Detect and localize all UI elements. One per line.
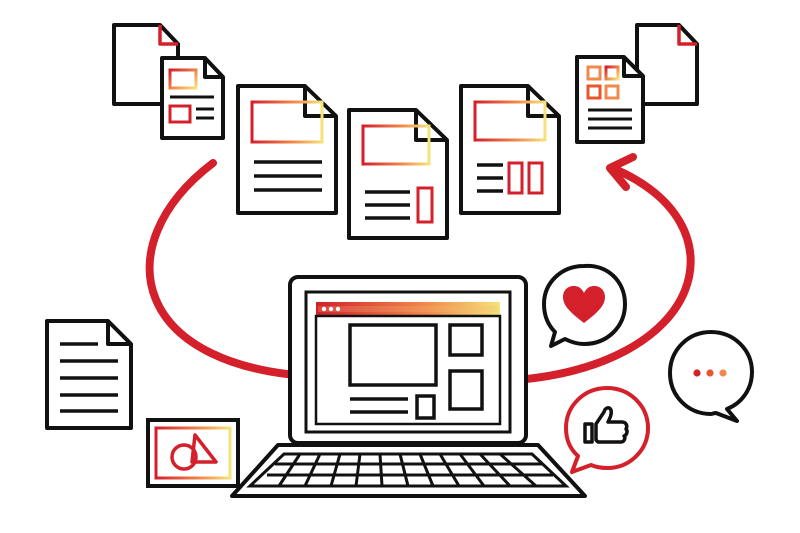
webpage-layout-icon <box>314 302 502 426</box>
document-layout-icon <box>160 56 225 140</box>
document-grid-icon <box>575 55 645 144</box>
document-icon <box>635 23 699 106</box>
image-shapes-icon <box>146 418 240 488</box>
arrow-laptop-to-documents <box>498 164 695 385</box>
keyboard-keys <box>246 452 570 488</box>
arrow-documents-to-laptop <box>145 159 331 381</box>
document-layout-icon <box>347 108 449 240</box>
heart-speech-bubble-icon <box>542 263 627 348</box>
document-layout-icon <box>236 84 338 215</box>
document-text-icon <box>45 319 133 430</box>
ellipsis-speech-bubble-icon <box>668 330 754 423</box>
thumbs-up-speech-bubble-icon <box>564 386 650 474</box>
document-layout-icon <box>459 84 561 215</box>
